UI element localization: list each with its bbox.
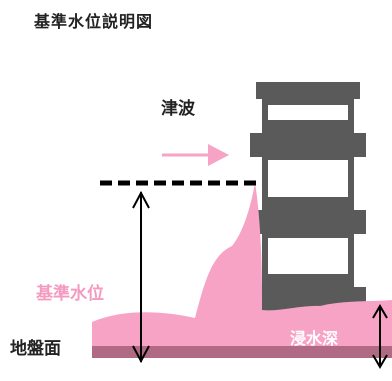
building-ledge	[354, 210, 366, 234]
reference-water-level-label: 基準水位	[35, 283, 104, 304]
right-arrow-icon	[162, 144, 229, 166]
building-window-gap	[268, 160, 348, 170]
building-window	[272, 274, 292, 319]
building-floor-gap	[268, 247, 348, 257]
building-ledge	[250, 133, 262, 157]
double-vertical-arrow-icon	[132, 190, 150, 364]
building-window	[300, 120, 320, 160]
diagram-title: 基準水位説明図	[34, 12, 154, 31]
building-window	[328, 197, 348, 238]
double-vertical-arrow-icon	[372, 304, 388, 369]
building-window-gap	[268, 257, 348, 274]
tsunami-water	[92, 183, 392, 348]
building	[250, 82, 366, 339]
ground-surface	[92, 346, 392, 358]
tsunami-label: 津波	[161, 98, 196, 119]
building-window	[272, 120, 292, 160]
building-roof	[256, 82, 360, 99]
ground-surface-label: 地盤面	[10, 338, 61, 359]
inundation-depth-label: 浸水深	[290, 329, 338, 348]
building-window	[300, 197, 320, 238]
building-ledge	[354, 133, 366, 157]
building-window	[272, 197, 292, 238]
building-window-gap	[268, 180, 348, 197]
building-window-gap	[268, 238, 348, 247]
building-floor-gap	[268, 170, 348, 180]
building-window	[328, 120, 348, 160]
building-window-gap	[268, 105, 348, 120]
